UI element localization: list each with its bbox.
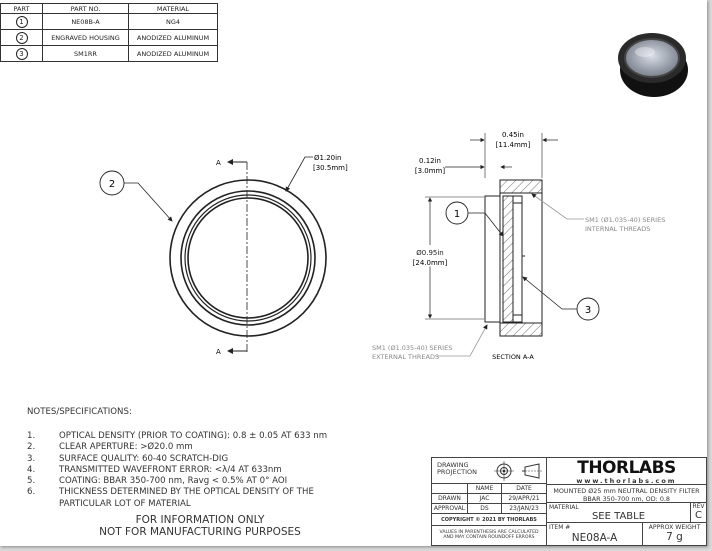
disclaimer-line-2: NOT FOR MANUFACTURING PURPOSES	[99, 526, 301, 538]
material-cell: ANODIZED ALUMINUM	[128, 45, 218, 62]
dim-dia-in: Ø0.95in	[416, 249, 443, 257]
note-text: THICKNESS DETERMINED BY THE OPTICAL DENS…	[59, 487, 314, 498]
disclaimer: FOR INFORMATION ONLY NOT FOR MANUFACTURI…	[80, 514, 320, 538]
dim-flange-mm: [3.0mm]	[415, 167, 446, 175]
website: www.thorlabs.com	[576, 477, 677, 485]
note-number: 4.	[27, 464, 36, 475]
projection-label: DRAWING PROJECTION	[437, 461, 477, 476]
values-note-line-2: AND MAY CONTAIN ROUNDOFF ERRORS	[443, 535, 535, 540]
part-balloon: 2	[15, 31, 28, 44]
dim-flange-in: 0.12in	[419, 157, 441, 165]
balloon-1: 1	[454, 209, 460, 220]
note-text: COATING: BBAR 350-700 nm, Ravg < 0.5% AT…	[59, 476, 288, 487]
note-item: 3. SURFACE QUALITY: 60-40 SCRATCH-DIG	[27, 454, 327, 465]
notes-heading: NOTES/SPECIFICATIONS:	[27, 407, 132, 417]
table-header-row: PART PART NO. MATERIAL	[0, 3, 218, 14]
item-number: NE08A-A	[571, 532, 618, 544]
table-row: 3 SM1RR ANODIZED ALUMINUM	[0, 45, 218, 62]
note-item: 2. CLEAR APERTURE: >Ø20.0 mm	[27, 442, 327, 453]
internal-threads-note-2: INTERNAL THREADS	[585, 225, 650, 233]
section-view	[425, 133, 600, 357]
third-angle-projection-icon	[494, 461, 542, 481]
section-marker-bottom: A	[216, 348, 221, 356]
rev-cell: REV C	[690, 502, 707, 523]
dim-dia-mm: [24.0mm]	[413, 259, 448, 267]
note-number: 6.	[27, 487, 36, 498]
dim-width-in: 0.45in	[502, 131, 524, 139]
material-value: SEE TABLE	[591, 511, 646, 522]
dim-outer-dia-in: Ø1.20in	[314, 154, 341, 162]
note-text: OPTICAL DENSITY (PRIOR TO COATING): 0.8 …	[59, 431, 328, 441]
description-line-2: BBAR 350-700 nm, OD: 0.8	[583, 495, 670, 503]
description-cell: MOUNTED Ø25 mm NEUTRAL DENSITY FILTER BB…	[546, 484, 707, 503]
note-item: 5. COATING: BBAR 350-700 nm, Ravg < 0.5% …	[27, 476, 327, 487]
part-no-cell: SM1RR	[42, 45, 129, 62]
projection-cell: DRAWING PROJECTION	[431, 457, 547, 484]
note-item: 4. TRANSMITTED WAVEFRONT ERROR: <λ/4 AT 6…	[27, 465, 327, 476]
front-view	[99, 156, 327, 354]
section-title: SECTION A-A	[492, 353, 534, 361]
balloon-2: 2	[109, 179, 115, 190]
note-item: PARTICULAR LOT OF MATERIAL	[27, 499, 327, 510]
values-note-line-1: VALUES IN PARENTHESIS ARE CALCULATED	[439, 530, 539, 535]
disclaimer-line-1: FOR INFORMATION ONLY	[135, 514, 265, 526]
balloon-3: 3	[585, 305, 591, 316]
values-note: VALUES IN PARENTHESIS ARE CALCULATED AND…	[431, 525, 547, 546]
note-number	[27, 499, 59, 510]
external-threads-note: SM1 (Ø1.035-40) SERIES	[372, 344, 452, 352]
part-balloon: 1	[15, 15, 28, 28]
description-line-1: MOUNTED Ø25 mm NEUTRAL DENSITY FILTER	[553, 487, 700, 495]
section-marker-top: A	[216, 159, 221, 167]
rev-label: REV	[692, 503, 705, 510]
note-number: 1.	[27, 431, 36, 441]
dim-outer-dia-mm: [30.5mm]	[313, 164, 348, 172]
rev-value: C	[695, 510, 702, 521]
product-photo	[618, 33, 688, 97]
note-text: PARTICULAR LOT OF MATERIAL	[59, 498, 191, 509]
item-cell: ITEM # NE08A-A	[546, 522, 643, 546]
parts-table: PART PART NO. MATERIAL 1 NE08B-A NG4 2 E…	[0, 3, 218, 62]
weight-cell: APPROX WEIGHT 7 g	[642, 522, 707, 546]
external-threads-note-2: EXTERNAL THREADS	[372, 353, 439, 361]
weight-value: 7 g	[666, 531, 683, 543]
material-cell: MATERIAL SEE TABLE	[546, 502, 691, 523]
note-number: 3.	[27, 453, 36, 464]
note-item: 1. OPTICAL DENSITY (PRIOR TO COATING): 0.…	[27, 431, 327, 442]
internal-threads-note: SM1 (Ø1.035-40) SERIES	[585, 216, 665, 224]
weight-label: APPROX WEIGHT	[648, 524, 701, 531]
material-label: MATERIAL	[549, 504, 579, 511]
note-text: SURFACE QUALITY: 60-40 SCRATCH-DIG	[59, 453, 229, 464]
part-balloon: 3	[15, 47, 28, 60]
notes-section: NOTES/SPECIFICATIONS: 1. OPTICAL DENSITY …	[27, 407, 327, 510]
logo-cell: THORLABS www.thorlabs.com	[546, 457, 707, 485]
dim-width-mm: [11.4mm]	[496, 141, 531, 149]
table-row: 1 NE08B-A NG4	[0, 13, 218, 30]
item-label: ITEM #	[549, 524, 571, 531]
note-text: TRANSMITTED WAVEFRONT ERROR: <λ/4 AT 633…	[59, 464, 282, 475]
note-item: 6. THICKNESS DETERMINED BY THE OPTICAL DE…	[27, 487, 327, 498]
note-number: 5.	[27, 476, 36, 487]
note-number: 2.	[27, 442, 36, 453]
drawing-views: A A 2 Ø1.20in [30.5mm]	[99, 33, 688, 361]
thorlabs-logo: THORLABS	[577, 458, 676, 478]
note-text: CLEAR APERTURE: >Ø20.0 mm	[59, 442, 193, 453]
